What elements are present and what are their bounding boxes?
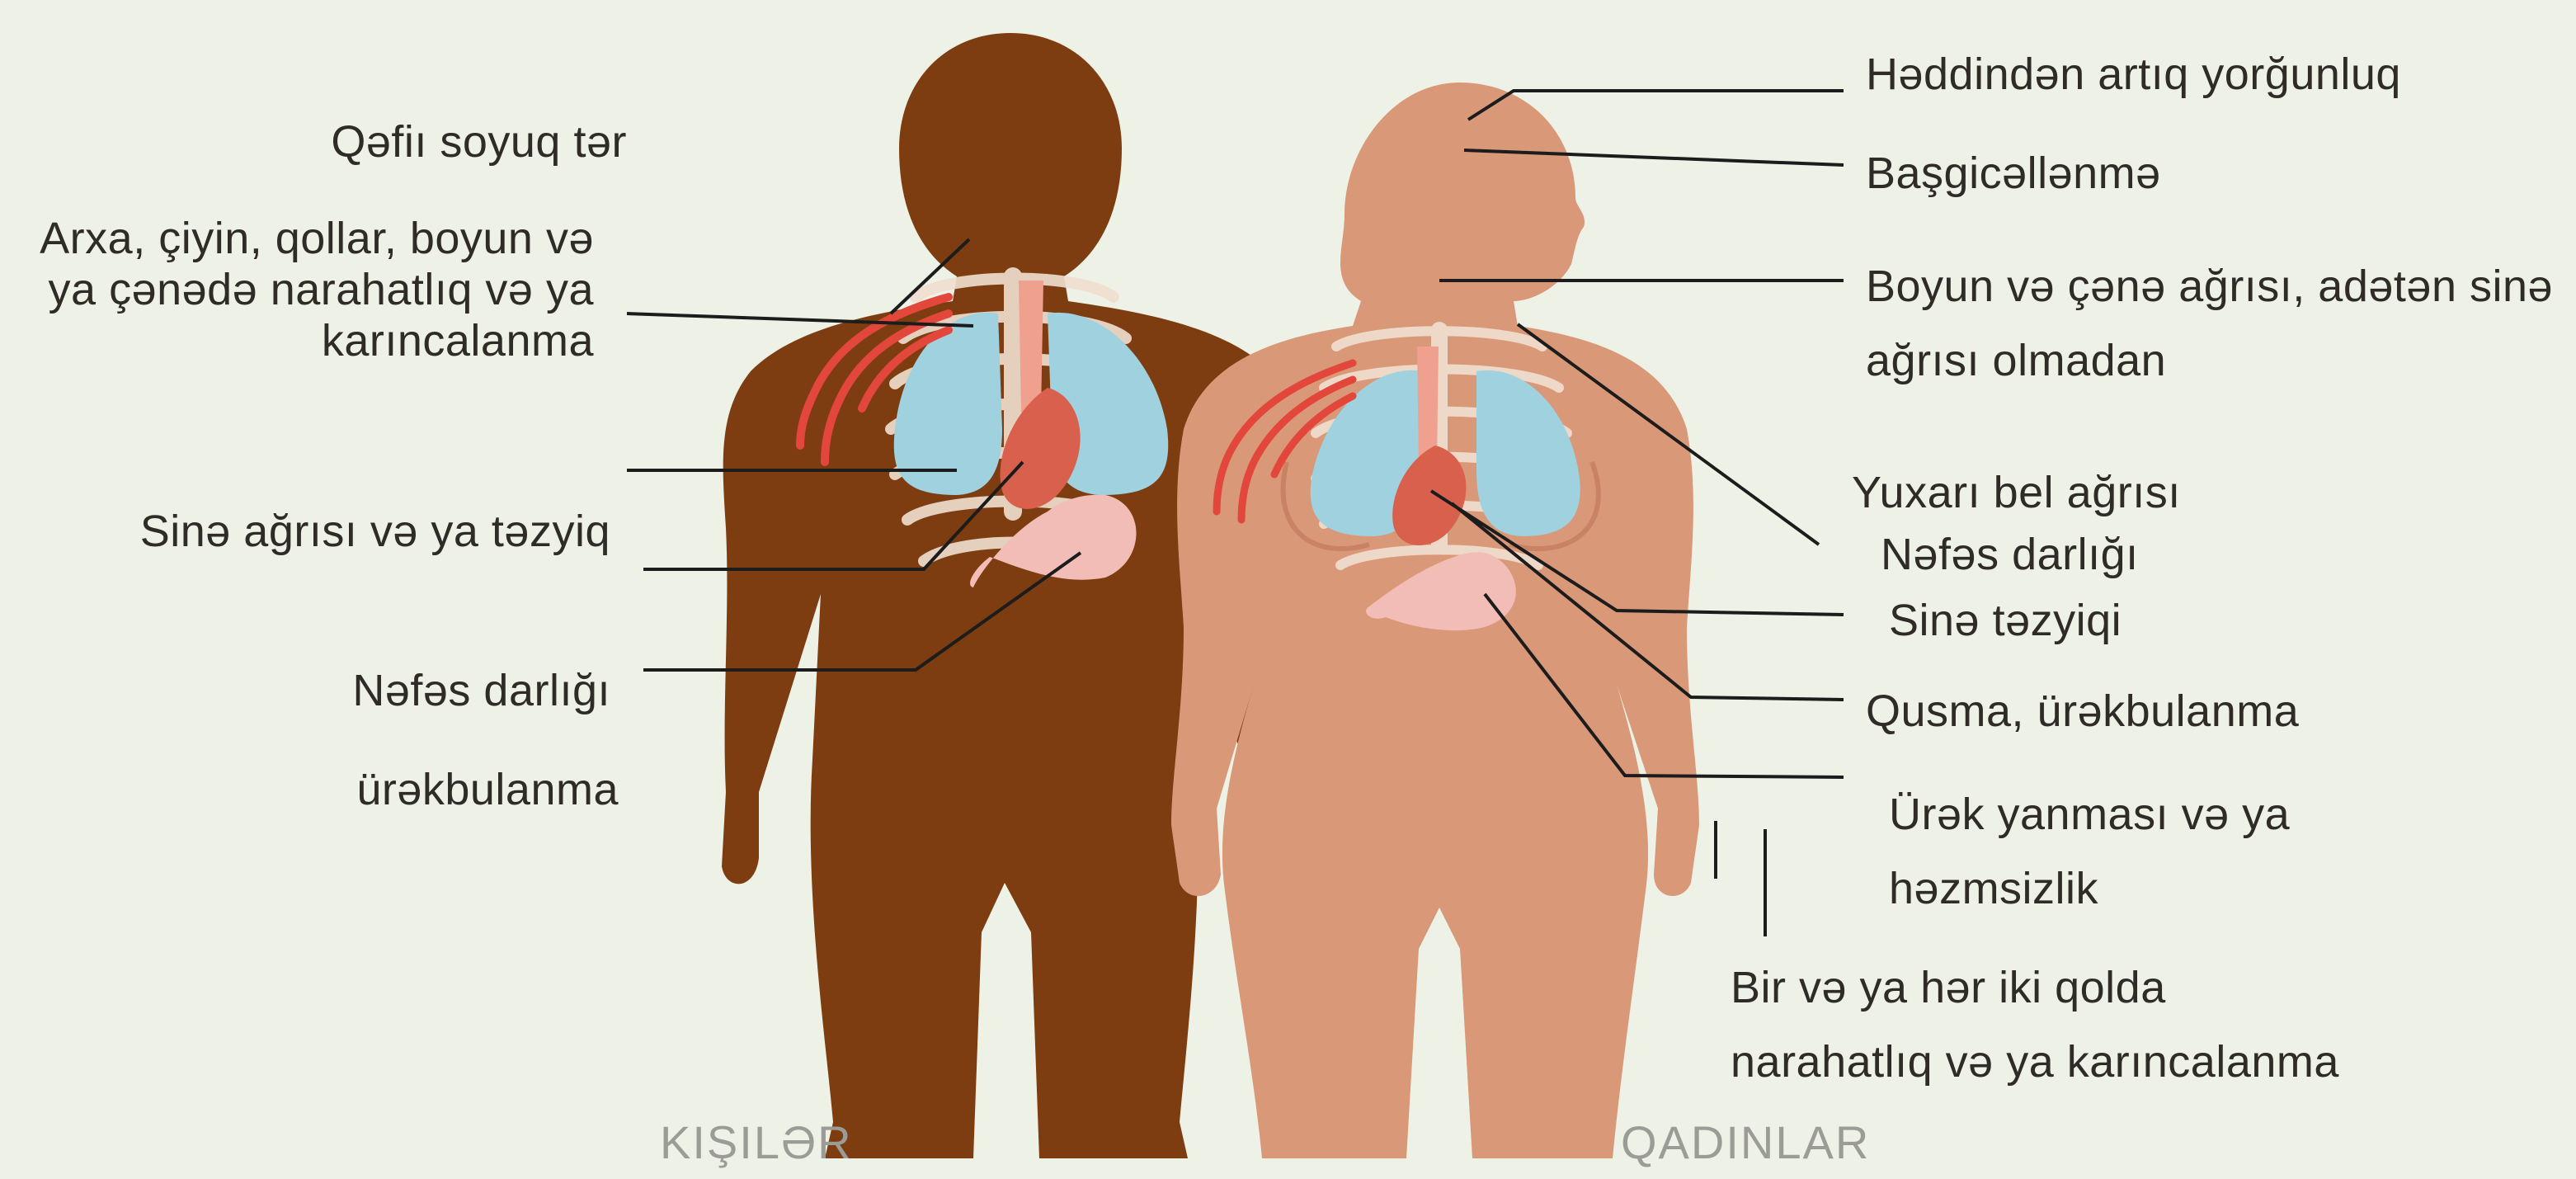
label-female-upper-back-pain: Yuxarı bel ağrısı — [1852, 466, 2181, 519]
caption-women: QADINLAR — [1621, 1115, 1870, 1169]
label-female-dizziness: Başgicəllənmə — [1866, 147, 2161, 200]
female-aorta — [1417, 347, 1439, 462]
male-aorta — [1019, 281, 1043, 413]
label-female-heartburn-line1: Ürək yanması və ya — [1889, 788, 2290, 841]
label-female-arm-discomfort-line1: Bir və ya hər iki qolda — [1731, 961, 2166, 1014]
label-female-neck-jaw-pain-line2: ağrısı olmadan — [1866, 334, 2166, 387]
female-figure — [1171, 83, 1699, 1158]
label-male-cold-sweat: Qəfiı soyuq tər — [313, 116, 627, 168]
label-female-arm-discomfort-line2: narahatlıq və ya karıncalanma — [1731, 1035, 2339, 1088]
label-male-chest-pain: Sinə ağrısı və ya təzyiq — [115, 505, 610, 558]
label-male-shortness-of-breath: Nəfəs darlığı — [313, 664, 610, 717]
caption-men: KIŞILƏR — [660, 1115, 853, 1169]
label-female-chest-pressure: Sinə təzyiqi — [1889, 594, 2122, 647]
label-female-vomiting-nausea: Qusma, ürəkbulanma — [1866, 685, 2299, 738]
label-female-fatigue: Həddindən artıq yorğunluq — [1866, 48, 2401, 101]
label-male-upper-body-discomfort: Arxa, çiyin, qollar, boyun və ya çənədə … — [0, 213, 594, 366]
label-female-shortness-of-breath: Nəfəs darlığı — [1881, 528, 2139, 581]
label-male-nausea: ürəkbulanma — [289, 763, 619, 816]
label-female-neck-jaw-pain-line1: Boyun və çənə ağrısı, adətən sinə — [1866, 260, 2553, 313]
label-female-heartburn-line2: həzmsizlik — [1889, 862, 2098, 915]
